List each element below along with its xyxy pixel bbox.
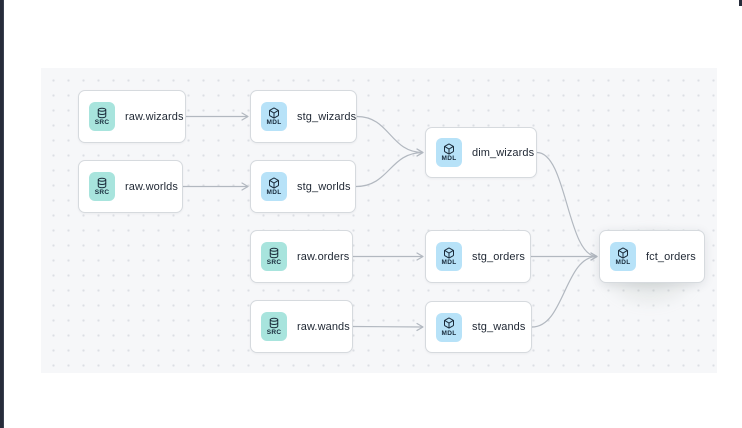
- cube-icon: [268, 107, 280, 119]
- node-type-label: SRC: [266, 259, 282, 266]
- cube-icon: [443, 247, 455, 259]
- node-label: stg_wizards: [297, 110, 357, 123]
- node-label: fct_orders: [646, 250, 696, 263]
- edge-raw.wands-stg_wands: [352, 322, 424, 332]
- edge-dim_wizards-fct_orders: [536, 151, 598, 261]
- node-type-badge: SRC: [261, 312, 287, 341]
- node-type-label: MDL: [615, 259, 631, 266]
- node-type-badge: MDL: [261, 172, 287, 201]
- database-icon: [96, 107, 108, 119]
- node-type-label: SRC: [266, 329, 282, 336]
- node-type-label: SRC: [94, 189, 110, 196]
- node-label: raw.worlds: [125, 180, 178, 193]
- node-raw.orders[interactable]: SRC raw.orders: [250, 230, 353, 283]
- cube-icon: [443, 143, 455, 155]
- node-type-label: MDL: [266, 189, 282, 196]
- edge-stg_wizards-dim_wizards: [356, 115, 424, 157]
- node-type-badge: MDL: [610, 242, 636, 271]
- cube-icon: [443, 317, 455, 329]
- node-stg_wizards[interactable]: MDL stg_wizards: [250, 90, 357, 143]
- node-type-label: MDL: [266, 119, 282, 126]
- database-icon: [96, 177, 108, 189]
- window-corner-artifact: [739, 0, 742, 6]
- node-type-badge: MDL: [261, 102, 287, 131]
- node-label: raw.orders: [297, 250, 350, 263]
- node-raw.worlds[interactable]: SRC raw.worlds: [78, 160, 183, 213]
- node-type-badge: MDL: [436, 138, 462, 167]
- edge-stg_wands-fct_orders: [531, 252, 598, 328]
- node-type-label: SRC: [94, 119, 110, 126]
- window-left-edge: [0, 0, 4, 428]
- node-stg_orders[interactable]: MDL stg_orders: [425, 230, 531, 283]
- node-label: stg_orders: [472, 250, 525, 263]
- node-dim_wizards[interactable]: MDL dim_wizards: [425, 127, 537, 178]
- node-type-badge: SRC: [261, 242, 287, 271]
- node-type-badge: MDL: [436, 312, 462, 342]
- node-raw.wizards[interactable]: SRC raw.wizards: [78, 90, 186, 143]
- node-type-label: MDL: [441, 259, 457, 266]
- node-label: stg_worlds: [297, 180, 351, 193]
- node-label: stg_wands: [472, 321, 526, 333]
- node-label: raw.wands: [297, 320, 350, 333]
- node-label: dim_wizards: [472, 146, 535, 159]
- node-type-badge: SRC: [89, 172, 115, 201]
- node-type-badge: MDL: [436, 242, 462, 271]
- node-type-badge: SRC: [89, 102, 115, 131]
- node-stg_worlds[interactable]: MDL stg_worlds: [250, 160, 356, 213]
- node-label: raw.wizards: [125, 110, 184, 123]
- cube-icon: [268, 177, 280, 189]
- node-type-label: MDL: [441, 155, 457, 162]
- database-icon: [268, 247, 280, 259]
- cube-icon: [617, 247, 629, 259]
- edge-stg_worlds-dim_wizards: [355, 148, 424, 188]
- node-fct_orders[interactable]: MDL fct_orders: [599, 230, 705, 283]
- node-type-label: MDL: [441, 329, 457, 337]
- node-stg_wands[interactable]: MDL stg_wands: [425, 301, 532, 353]
- database-icon: [268, 317, 280, 329]
- node-raw.wands[interactable]: SRC raw.wands: [250, 300, 353, 353]
